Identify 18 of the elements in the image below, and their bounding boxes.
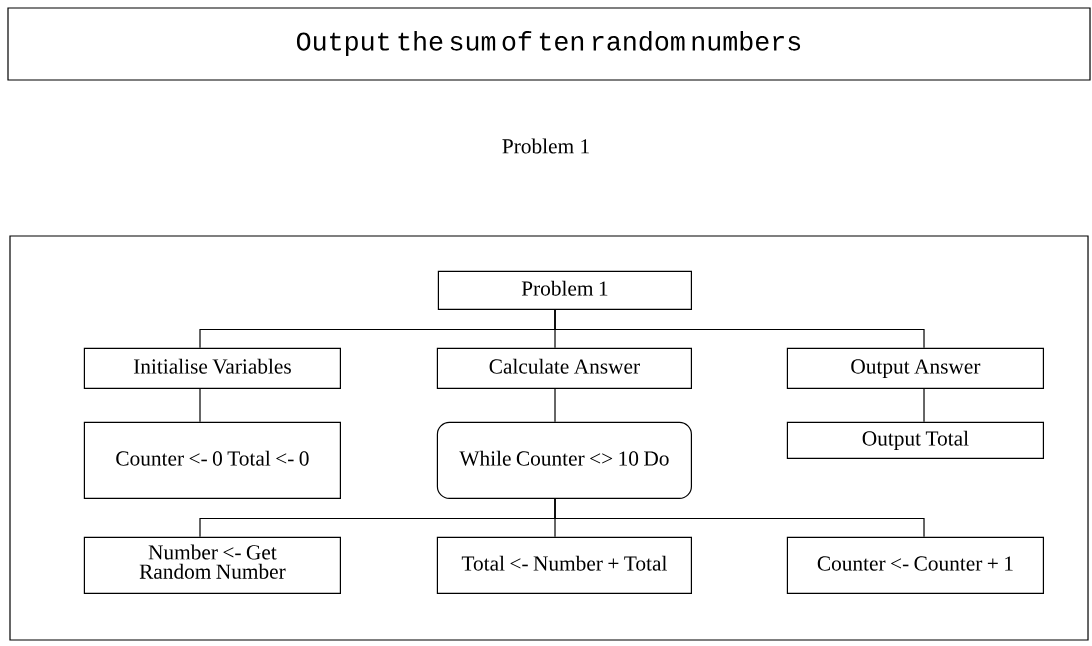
frame [9,235,1089,641]
connector-line [923,388,925,423]
connector-line [554,309,925,349]
caption: Problem 1 [502,138,589,154]
process-box: Output Total [786,421,1044,459]
loop-box: While Counter <> 10 Do [436,421,692,499]
problem-statement-box: Output the sum of ten random numbers [7,7,1091,81]
connector-line [554,498,925,538]
module-box: Calculate Answer [436,347,692,389]
process-box: Number <- Get Random Number [83,536,341,594]
module-box: Problem 1 [437,270,692,310]
module-box: Output Answer [786,347,1044,389]
connector-line [554,388,556,423]
process-box: Total <- Number + Total [436,536,692,594]
process-box: Counter <- Counter + 1 [786,536,1044,594]
connector-line [199,388,201,423]
module-box: Initialise Variables [83,347,341,389]
process-box: Counter <- 0 Total <- 0 [83,421,341,499]
